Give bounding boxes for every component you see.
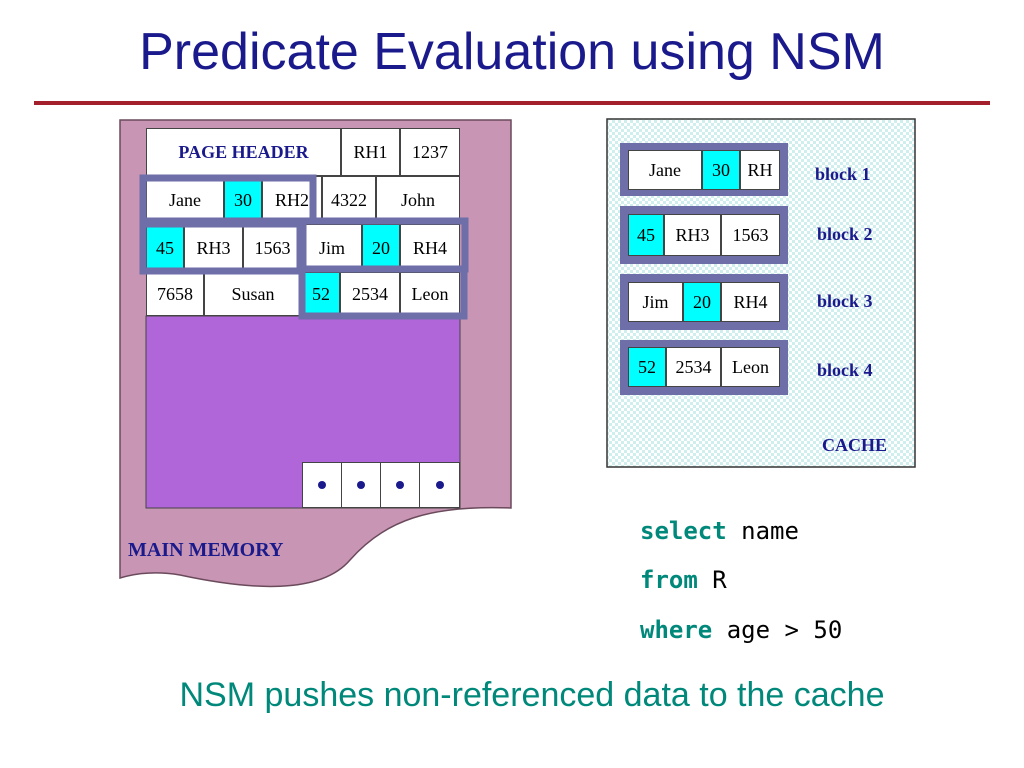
slot-4 [419, 462, 460, 508]
outline-block-2 [139, 220, 304, 275]
slot-1 [302, 462, 342, 508]
slot-dot [435, 481, 444, 489]
block-1-label: block 1 [815, 164, 871, 184]
cache-cell-45: 45 [628, 214, 664, 256]
cache-cell-2534: 2534 [666, 347, 721, 387]
cell-7658: 7658 [146, 272, 204, 316]
block-4-label: block 4 [817, 360, 873, 380]
cache-cell-rh4: RH4 [721, 282, 780, 322]
cache-cell-30: 30 [702, 150, 740, 190]
outline-block-1 [139, 174, 317, 225]
where-keyword: where [640, 616, 713, 644]
cache-cell-jim: Jim [628, 282, 683, 322]
from-value: R [712, 566, 727, 594]
slot-3 [380, 462, 420, 508]
cell-1563: 1563 [243, 224, 302, 272]
cache-cell-rh3: RH3 [664, 214, 721, 256]
cell-4322: 4322 [322, 176, 376, 224]
cache-cell-leon: Leon [721, 347, 780, 387]
cell-2534: 2534 [340, 272, 400, 316]
cell-leon: Leon [400, 272, 460, 316]
cell-john: John [376, 176, 460, 224]
outline-block-4 [298, 265, 468, 320]
cell-rh4: RH4 [400, 224, 460, 272]
cache-cell-rh: RH [740, 150, 780, 190]
title-divider [34, 101, 990, 105]
query-where-line: where age > 50 [640, 616, 842, 644]
from-keyword: from [640, 566, 698, 594]
slot-dot [396, 481, 404, 489]
main-memory-label: MAIN MEMORY [128, 539, 284, 561]
query-from-line: from R [640, 566, 727, 594]
cache-cell-1563: 1563 [721, 214, 780, 256]
block-3-label: block 3 [817, 291, 873, 311]
select-value: name [741, 517, 799, 545]
outline-block-3 [299, 217, 469, 273]
page-header: PAGE HEADER [146, 128, 341, 176]
cell-susan: Susan [204, 272, 302, 316]
cache-cell-52: 52 [628, 347, 666, 387]
slot-2 [341, 462, 381, 508]
cell-rh1: RH1 [341, 128, 400, 176]
slot-dot [318, 481, 326, 489]
cell-age-45: 45 [146, 224, 184, 272]
query-select-line: select name [640, 517, 799, 545]
cache-cell-20: 20 [683, 282, 721, 322]
where-value: age > 50 [726, 616, 843, 644]
cell-jim: Jim [302, 224, 362, 272]
cell-age-52: 52 [302, 272, 340, 316]
cell-1237: 1237 [400, 128, 460, 176]
cache-label: CACHE [822, 435, 888, 455]
block-2-label: block 2 [817, 224, 873, 244]
slide-caption: NSM pushes non-referenced data to the ca… [179, 676, 885, 714]
slide-title: Predicate Evaluation using NSM [139, 23, 885, 81]
slot-dot [357, 481, 365, 489]
cell-age-30: 30 [224, 176, 262, 224]
cache-cell-jane: Jane [628, 150, 702, 190]
select-keyword: select [640, 517, 727, 545]
